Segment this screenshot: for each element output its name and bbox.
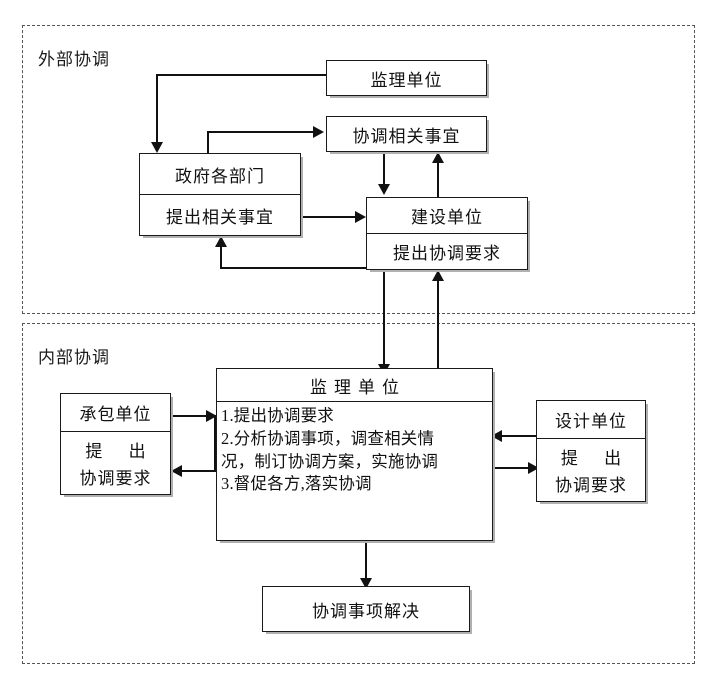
edge-contractor-to-supervisor-h	[170, 415, 208, 417]
edge-supervisor-to-resolution-arrowhead	[360, 578, 372, 589]
edge-supervisor-to-contractor-h	[182, 470, 216, 472]
edge-construction-to-matters-arrowhead	[432, 152, 444, 163]
node-government[interactable]: 政府各部门 提出相关事宜	[139, 153, 301, 236]
node-supervisor-main-title: 监理单位	[310, 377, 406, 397]
region-internal-coordination	[22, 323, 695, 664]
edge-construction-to-matters-v	[437, 163, 439, 197]
node-contractor-title: 承包单位	[79, 405, 152, 424]
node-supervisor-main[interactable]: 监理单位 1.提出协调要求 2.分析协调事项，调查相关情 况，制订协调方案，实施…	[216, 368, 493, 541]
node-contractor[interactable]: 承包单位 提 出 协调要求	[60, 393, 171, 495]
node-construction-unit[interactable]: 建设单位 提出协调要求	[366, 197, 528, 270]
node-resolution-title: 协调事项解决	[312, 601, 420, 621]
edge-supervisor-to-design-h	[494, 467, 536, 469]
node-resolution[interactable]: 协调事项解决	[262, 586, 470, 632]
edge-government-to-matters-h	[207, 131, 315, 133]
node-supervisor-main-item-2-cont: 况，制订协调方案，实施协调	[221, 451, 439, 471]
node-design-unit-title: 设计单位	[555, 412, 627, 431]
node-coordination-matters-title: 协调相关事宜	[352, 126, 461, 146]
edge-supervisor-to-construction-arrowhead	[432, 270, 444, 281]
edge-supervisor-to-government-h	[156, 74, 326, 76]
node-supervisor-main-item-2: 2.分析协调事项，调查相关情	[221, 428, 435, 448]
region-external-coordination-label: 外部协调	[38, 50, 110, 69]
edge-design-to-supervisor-h	[502, 435, 536, 437]
edge-government-to-matters-v	[207, 131, 209, 154]
node-construction-unit-action: 提出协调要求	[367, 233, 527, 269]
node-government-action: 提出相关事宜	[140, 194, 300, 235]
edge-supervisor-to-resolution-v	[365, 541, 367, 584]
edge-construction-to-government-h	[220, 267, 367, 269]
edge-government-to-construction-h	[301, 216, 357, 218]
region-external-coordination	[22, 25, 695, 314]
edge-matters-to-construction-v	[383, 152, 385, 186]
node-design-unit-action-line2: 协调要求	[555, 476, 627, 495]
edge-supervisor-to-government-v	[156, 74, 158, 144]
node-contractor-action-line2: 协调要求	[79, 469, 152, 488]
edge-design-to-supervisor-arrowhead	[491, 430, 502, 442]
node-supervisor-main-item-3: 3.督促各方,落实协调	[221, 474, 372, 494]
node-contractor-action: 提 出 协调要求	[61, 431, 170, 494]
node-supervisor-main-item-1: 1.提出协调要求	[221, 406, 334, 425]
node-design-unit-action: 提 出 协调要求	[537, 438, 645, 501]
node-design-unit[interactable]: 设计单位 提 出 协调要求	[536, 400, 646, 502]
node-design-unit-action-line1: 提 出	[560, 449, 633, 468]
edge-matters-to-construction-arrowhead	[378, 184, 390, 195]
edge-construction-to-government-v	[220, 247, 222, 269]
edge-supervisor-to-construction-v	[437, 281, 439, 368]
edge-construction-to-supervisor-v	[383, 270, 385, 368]
edge-government-to-construction-arrowhead	[355, 211, 366, 223]
edge-supervisor-to-contractor-v	[214, 415, 216, 472]
node-supervisor-main-items: 1.提出协调要求 2.分析协调事项，调查相关情 况，制订协调方案，实施协调 3.…	[217, 401, 492, 540]
region-internal-coordination-label: 内部协调	[38, 348, 110, 367]
edge-supervisor-to-design-arrowhead	[528, 462, 539, 474]
node-contractor-action-line1: 提 出	[85, 442, 157, 461]
edge-supervisor-to-contractor-arrowhead	[171, 465, 182, 477]
node-government-title: 政府各部门	[175, 166, 265, 186]
node-coordination-matters[interactable]: 协调相关事宜	[326, 116, 487, 152]
node-supervisor-top[interactable]: 监理单位	[326, 60, 487, 96]
edge-contractor-to-supervisor-arrowhead	[206, 410, 217, 422]
edge-government-to-matters-arrowhead	[313, 126, 324, 138]
edge-supervisor-to-government-arrowhead	[151, 142, 163, 153]
node-construction-unit-title: 建设单位	[411, 208, 483, 227]
edge-construction-to-government-arrowhead	[215, 236, 227, 247]
node-supervisor-top-title: 监理单位	[370, 70, 443, 90]
